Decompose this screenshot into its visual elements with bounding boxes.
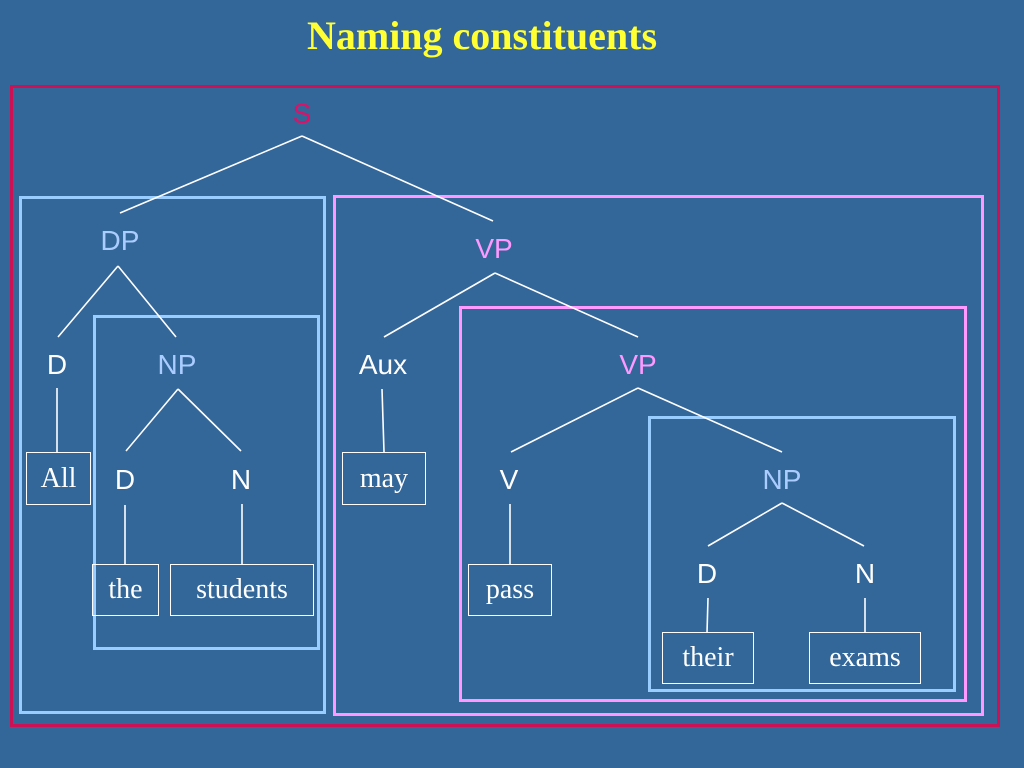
dp-np-constituent-box: [93, 315, 320, 650]
branch-np-n: [177, 388, 242, 452]
node-dp-np-n: N: [230, 464, 252, 495]
branch-vp-aux: [383, 272, 496, 338]
dp-constituent-box: [19, 196, 326, 714]
word-may: may: [342, 452, 426, 505]
branch-vp-vp: [494, 272, 639, 338]
branch-dp-np: [117, 265, 177, 338]
word-all: All: [26, 452, 91, 505]
vp-constituent-box: [333, 195, 984, 716]
node-object-n: N: [854, 558, 876, 589]
branch-d-their: [706, 597, 709, 634]
node-dp: DP: [100, 225, 140, 256]
node-s: S: [292, 98, 312, 129]
node-dp-np-d: D: [114, 464, 136, 495]
node-object-d: D: [696, 558, 718, 589]
branch-aux-may: [381, 388, 385, 453]
branch-s-dp: [119, 135, 303, 214]
word-the: the: [92, 564, 159, 616]
branch-dp-d: [57, 265, 119, 338]
node-aux: Aux: [358, 349, 408, 380]
inner-vp-constituent-box: [459, 306, 967, 702]
branch-s-vp: [301, 135, 494, 222]
node-dp-np: NP: [157, 349, 197, 380]
branch-vp-np: [637, 387, 783, 453]
object-np-constituent-box: [648, 416, 956, 692]
word-pass: pass: [468, 564, 552, 616]
s-constituent-box: [10, 85, 1000, 727]
word-exams: exams: [809, 632, 921, 684]
word-students: students: [170, 564, 314, 616]
node-object-np: NP: [762, 464, 802, 495]
word-their: their: [662, 632, 754, 684]
node-inner-vp: VP: [619, 349, 657, 380]
branch-vp-v: [510, 387, 639, 453]
node-v: V: [499, 464, 519, 495]
node-dp-d: D: [46, 349, 68, 380]
branch-np-obj-n: [781, 502, 865, 547]
page-title: Naming constituents: [306, 13, 658, 58]
branch-np-obj-d: [707, 502, 783, 547]
node-vp: VP: [475, 233, 513, 264]
branch-np-d: [125, 388, 179, 452]
